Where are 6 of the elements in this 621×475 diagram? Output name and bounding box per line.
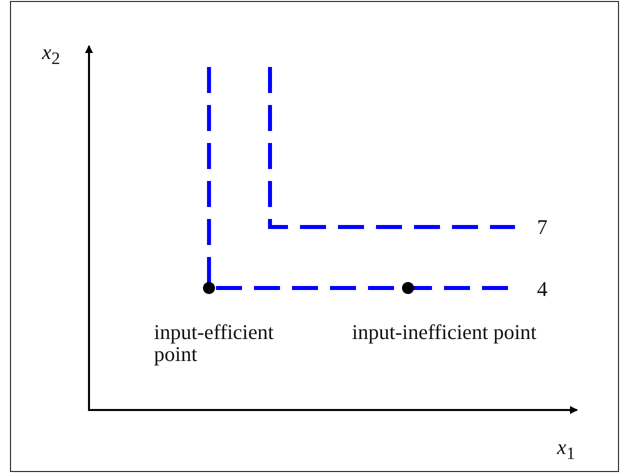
point-label: input-efficient point xyxy=(154,321,275,365)
point-label: input-inefficient point xyxy=(352,321,537,343)
axis-label: x$_{2}$ xyxy=(42,41,60,70)
isoquant-value: 7 xyxy=(537,216,548,238)
axis-label: x$_{1}$ xyxy=(557,436,576,464)
isoquant-value: 4 xyxy=(537,278,548,300)
